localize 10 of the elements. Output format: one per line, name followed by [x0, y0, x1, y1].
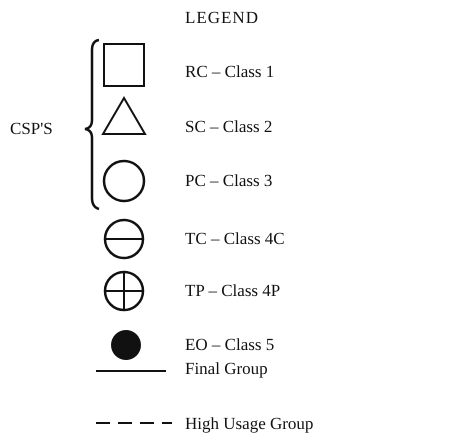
legend-text: EO – Class 5	[185, 335, 274, 355]
legend-title: LEGEND	[185, 8, 259, 28]
legend-text: TC – Class 4C	[185, 229, 285, 249]
group-label: CSP'S	[10, 119, 53, 139]
legend-text: SC – Class 2	[185, 117, 272, 137]
legend-text: Final Group	[185, 359, 268, 379]
legend-text: TP – Class 4P	[185, 281, 280, 301]
legend-text: RC – Class 1	[185, 62, 274, 82]
legend-text: High Usage Group	[185, 414, 314, 434]
legend-text: PC – Class 3	[185, 171, 272, 191]
